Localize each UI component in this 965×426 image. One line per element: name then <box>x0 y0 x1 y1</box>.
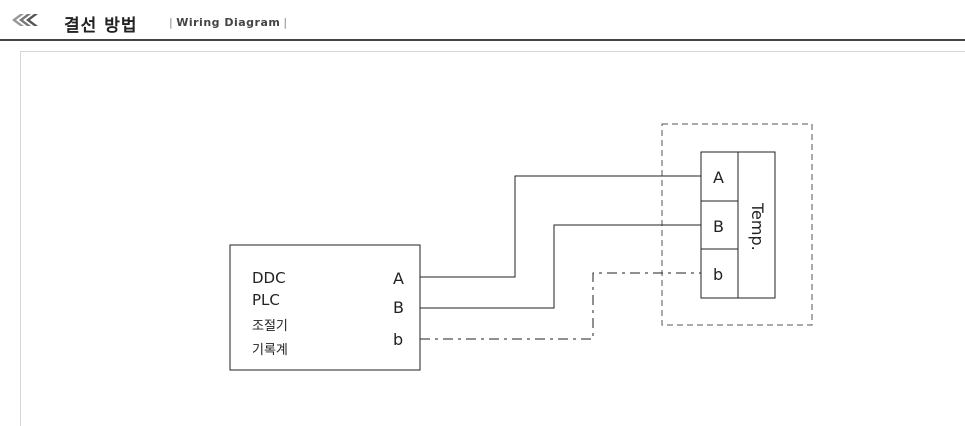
controller-device-plc: PLC <box>252 291 280 309</box>
page-subtitle: |Wiring Diagram| <box>169 16 288 29</box>
subtitle-text: Wiring Diagram <box>176 16 281 29</box>
controller-terminal-b-small: b <box>393 330 403 349</box>
controller-terminal-b: B <box>393 298 404 317</box>
page-header: 결선 방법 |Wiring Diagram| <box>0 0 965 42</box>
controller-device-ddc: DDC <box>252 269 286 287</box>
controller-device-regulator: 조절기 <box>252 319 288 334</box>
wire-a <box>420 175 701 278</box>
controller-device-recorder: 기록계 <box>252 343 288 358</box>
controller-terminal-a: A <box>393 269 404 288</box>
diagram-panel <box>20 51 965 426</box>
sensor-terminal-b-small: b <box>713 265 723 284</box>
sensor-terminal-a: A <box>713 168 724 187</box>
double-chevron-left-icon <box>12 14 38 26</box>
wire-b <box>420 224 701 309</box>
sensor-label: Temp. <box>748 202 767 251</box>
header-rule <box>0 39 965 41</box>
sensor-terminal-b: B <box>713 217 724 236</box>
page-title: 결선 방법 <box>64 16 138 36</box>
wire-b-small <box>420 272 701 340</box>
